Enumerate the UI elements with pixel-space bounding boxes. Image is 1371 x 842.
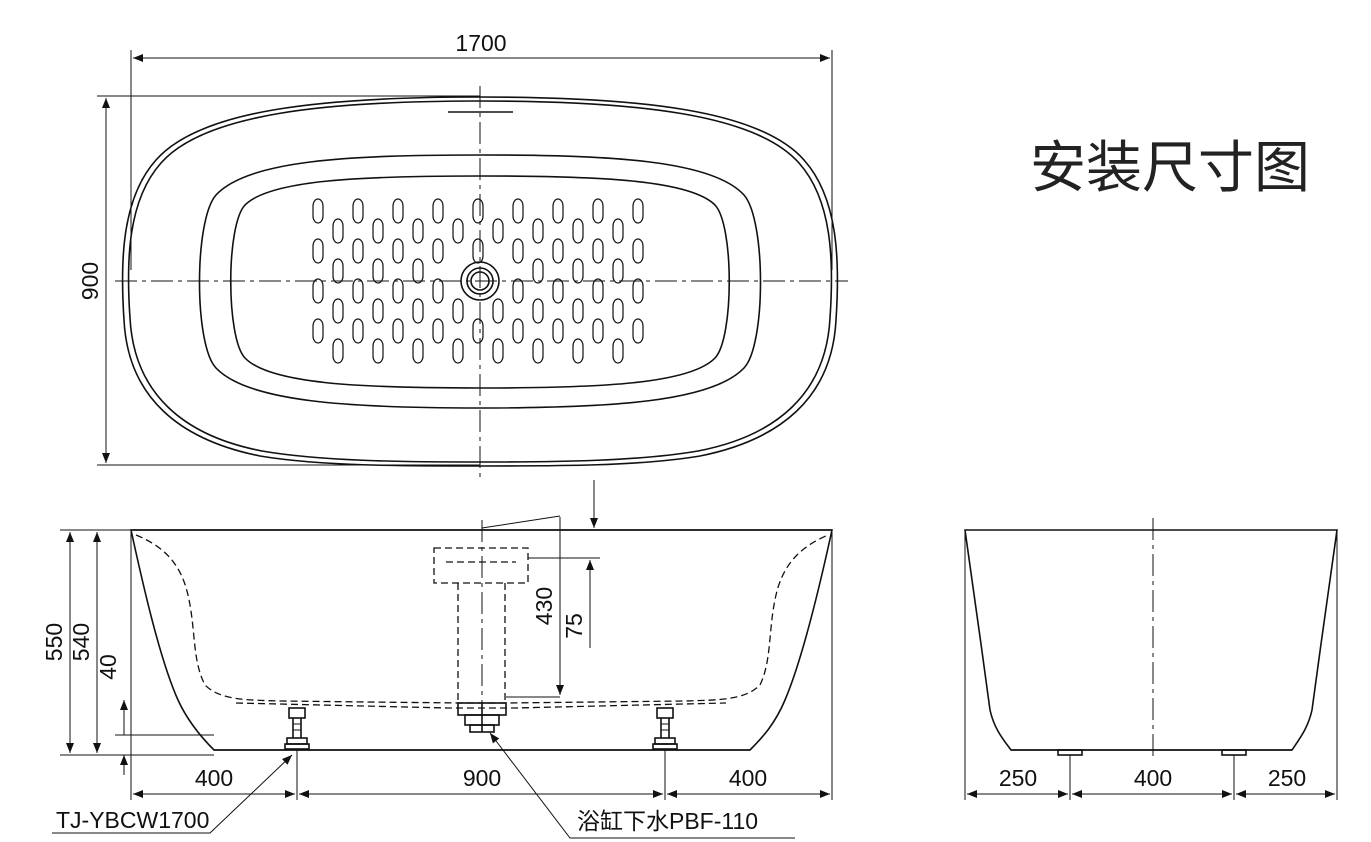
side-body [964,529,1338,751]
slip-bump [472,198,484,224]
slip-bump [612,258,624,284]
drawing-title: 安装尺寸图 [1030,136,1310,201]
slip-bump [472,238,484,264]
drain-leader [489,732,795,839]
slip-bump [392,198,404,224]
slip-bump [492,338,504,364]
slip-bump [312,278,324,304]
drain-offset-label: 75 [561,613,587,639]
mid-span-label: 900 [463,765,501,791]
slip-bump [412,258,424,284]
slip-bump [632,318,644,344]
slip-bump [572,298,584,324]
slip-bump [332,258,344,284]
slip-bump [332,338,344,364]
slip-bump [372,218,384,244]
drain-height-label: 430 [531,587,557,625]
slip-bump [612,338,624,364]
slip-bump [552,198,564,224]
slip-bump [432,278,444,304]
drain-assembly-icon [457,702,507,733]
slip-bump [312,318,324,344]
slip-bump [592,278,604,304]
slip-bump [632,238,644,264]
slip-bump [392,238,404,264]
slip-bump [592,198,604,224]
slip-bump [372,338,384,364]
side-view: 250 400 250 [964,518,1338,800]
side-foot-left-icon [1057,749,1083,756]
slip-bump [552,318,564,344]
faucet-outline [433,547,529,702]
slip-bump [512,278,524,304]
slip-bump [452,218,464,244]
length-label: 1700 [455,30,506,56]
slip-bump [612,218,624,244]
slip-bump [432,238,444,264]
right-span-label: 400 [729,765,767,791]
slip-bump [492,298,504,324]
side-mid-label: 400 [1134,765,1172,791]
right-foot-icon [652,707,678,750]
slip-bump [332,218,344,244]
slip-bump [412,338,424,364]
slip-bump [412,298,424,324]
basin-edge [198,154,762,409]
slip-bump [572,258,584,284]
slip-bump [392,278,404,304]
base-height-label: 40 [95,654,121,680]
slip-bump [512,238,524,264]
slip-bump [532,218,544,244]
left-span-label: 400 [195,765,233,791]
side-foot-right-icon [1221,749,1247,756]
slip-bump [332,298,344,324]
slip-bump [592,318,604,344]
slip-bump [472,318,484,344]
width-label: 900 [77,262,103,300]
top-view: 1700 900 [77,30,848,478]
foot-label: TJ-YBCW1700 [56,807,209,833]
slip-bump [312,198,324,224]
slip-bump [532,338,544,364]
foot-leader [52,754,293,834]
side-right-label: 250 [1268,765,1306,791]
drain-label: 浴缸下水PBF-110 [577,808,758,834]
height-total-label: 550 [41,623,67,661]
slip-bump [352,238,364,264]
slip-bump [552,238,564,264]
slip-bump [452,338,464,364]
slip-bump [352,278,364,304]
left-foot-icon [284,707,310,750]
slip-bump [432,198,444,224]
slip-bump [392,318,404,344]
anti-slip-pattern [312,198,644,364]
slip-bump [572,218,584,244]
slip-bump [412,218,424,244]
height-inner-label: 540 [68,623,94,661]
slip-bump [532,298,544,324]
slip-bump [512,318,524,344]
slip-bump [512,198,524,224]
front-view: 550 540 40 430 75 400 900 400 TJ-YBCW170… [41,480,833,839]
slip-bump [492,218,504,244]
slip-bump [532,258,544,284]
side-left-label: 250 [999,765,1037,791]
slip-bump [352,318,364,344]
slip-bump [452,298,464,324]
slip-bump [632,198,644,224]
slip-bump [432,318,444,344]
slip-bump [612,298,624,324]
slip-bump [352,198,364,224]
slip-bump [372,258,384,284]
slip-bump [372,298,384,324]
slip-bump [312,238,324,264]
slip-bump [592,238,604,264]
slip-bump [572,338,584,364]
slip-bump [552,278,564,304]
slip-bump [632,278,644,304]
